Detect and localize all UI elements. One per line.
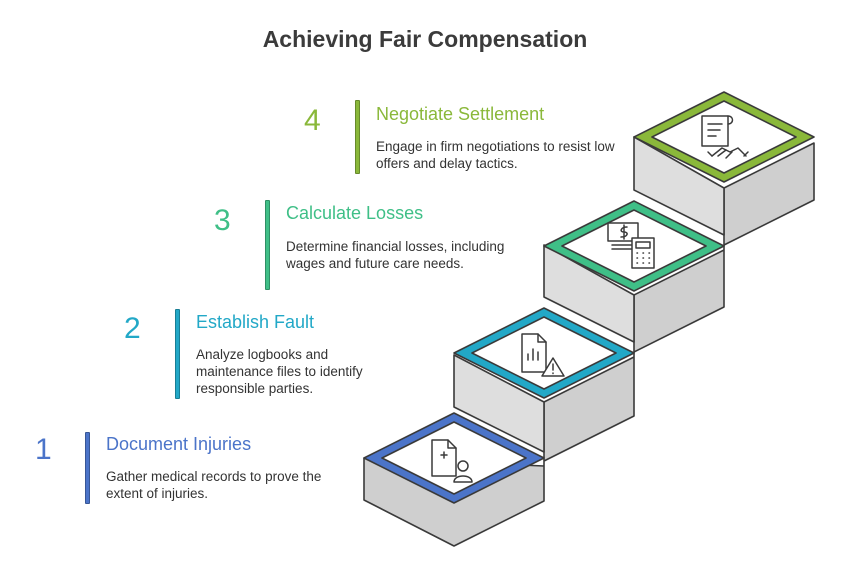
platform-1 xyxy=(363,412,545,504)
step-bar xyxy=(265,200,270,290)
step-number: 2 xyxy=(124,312,141,345)
step-heading: Establish Fault xyxy=(196,312,315,332)
step-description: Determine financial losses, including wa… xyxy=(286,239,505,271)
staircase-left-face xyxy=(363,142,815,547)
report-warning-icon xyxy=(521,333,565,377)
step-description: Analyze logbooks and maintenance files t… xyxy=(196,347,363,396)
diagram-title: Achieving Fair Compensation xyxy=(262,26,588,52)
staircase-riser-face xyxy=(543,244,635,343)
step-heading: Document Injuries xyxy=(106,434,252,454)
step-heading: Negotiate Settlement xyxy=(376,104,545,124)
platform-2 xyxy=(453,307,635,399)
staircase-riser-face xyxy=(633,136,725,236)
step-heading: Calculate Losses xyxy=(286,203,424,223)
step-description: Gather medical records to prove the exte… xyxy=(106,469,322,501)
money-calculator-icon xyxy=(607,222,655,269)
step-bar xyxy=(85,432,90,504)
step-number: 3 xyxy=(214,204,231,237)
step-bar xyxy=(175,309,180,399)
step-description: Engage in firm negotiations to resist lo… xyxy=(376,139,615,171)
step-number: 4 xyxy=(304,104,321,137)
staircase-riser-face xyxy=(453,354,545,453)
step-bar xyxy=(355,100,360,174)
platform-4 xyxy=(633,91,815,183)
step-number: 1 xyxy=(35,433,52,466)
medical-record-icon xyxy=(431,439,473,483)
contract-handshake-icon xyxy=(701,115,749,159)
